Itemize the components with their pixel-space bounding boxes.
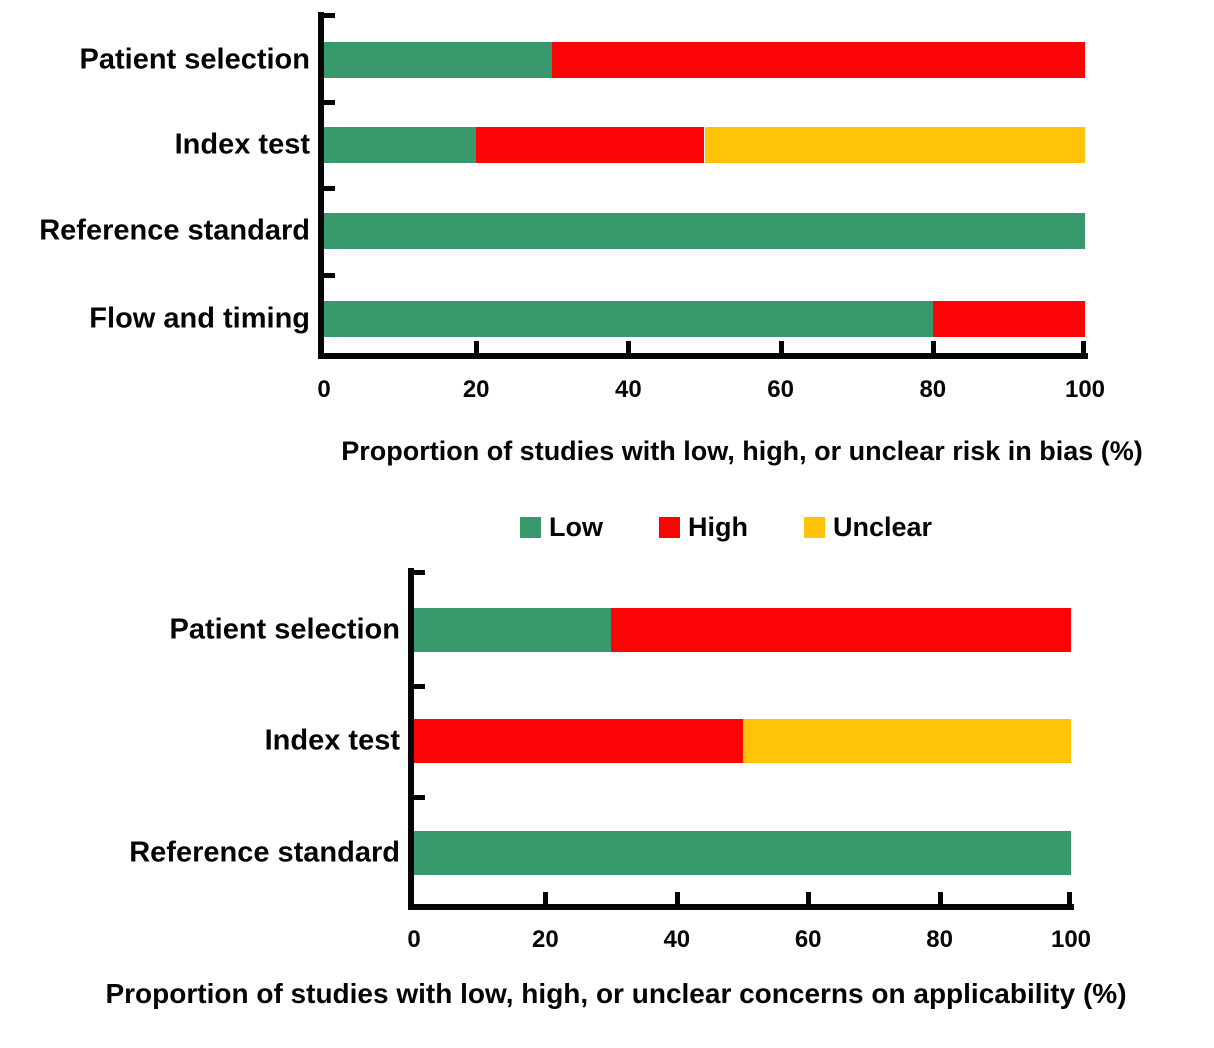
x-axis-tick xyxy=(674,892,680,904)
x-tick-label: 80 xyxy=(926,926,953,953)
x-axis-end-tick xyxy=(1081,341,1086,353)
bar-segment-low xyxy=(324,301,933,337)
unclear-swatch-icon xyxy=(804,517,825,538)
legend-item-unclear: Unclear xyxy=(804,512,932,543)
bar-segment-low xyxy=(414,831,1071,875)
y-axis xyxy=(318,12,324,359)
x-tick-label: 80 xyxy=(919,376,947,403)
high-swatch-icon xyxy=(659,517,680,538)
legend-item-low: Low xyxy=(520,512,603,543)
category-label: Reference standard xyxy=(39,214,310,247)
bar-segment-high xyxy=(476,127,705,163)
x-tick-label: 100 xyxy=(1064,376,1106,403)
y-axis xyxy=(408,568,414,910)
x-axis xyxy=(318,353,1088,359)
bar-segment-high xyxy=(932,301,1085,337)
category-label: Patient selection xyxy=(79,43,310,76)
x-axis xyxy=(408,904,1074,910)
bar-segment-high xyxy=(552,42,1085,78)
bar-segment-low xyxy=(324,213,1085,249)
x-tick-label: 20 xyxy=(462,376,490,403)
bar-segment-low xyxy=(414,608,612,652)
y-axis-tick xyxy=(414,684,425,689)
y-axis-tick xyxy=(324,100,335,105)
category-label: Index test xyxy=(174,128,310,161)
x-axis-tick xyxy=(806,892,812,904)
x-axis-tick xyxy=(778,341,784,353)
x-axis-tick xyxy=(474,341,480,353)
low-swatch-icon xyxy=(520,517,541,538)
x-tick-label: 60 xyxy=(794,926,822,953)
legend-label-low: Low xyxy=(549,512,603,542)
legend: Low High Unclear xyxy=(520,512,932,543)
bar-segment-high xyxy=(611,608,1071,652)
applicability-axis-title: Proportion of studies with low, high, or… xyxy=(105,978,1127,1009)
x-axis-tick xyxy=(930,341,936,353)
x-tick-label: 0 xyxy=(407,926,421,953)
y-axis-tick xyxy=(414,570,425,575)
category-label: Reference standard xyxy=(129,836,400,869)
y-axis-tick xyxy=(324,186,335,191)
x-axis-tick xyxy=(626,341,632,353)
x-axis-tick xyxy=(543,892,549,904)
x-tick-label: 20 xyxy=(532,926,559,953)
legend-item-high: High xyxy=(659,512,748,543)
legend-label-unclear: Unclear xyxy=(833,512,933,542)
x-tick-label: 0 xyxy=(317,376,331,403)
bar-segment-low xyxy=(324,127,477,163)
y-axis-tick xyxy=(414,795,425,800)
category-label: Index test xyxy=(264,724,400,757)
risk-of-bias-axis-title: Proportion of studies with low, high, or… xyxy=(341,436,1143,466)
y-axis-tick xyxy=(324,273,335,278)
bar-segment-unclear xyxy=(742,719,1071,763)
x-tick-label: 40 xyxy=(615,376,642,403)
category-label: Flow and timing xyxy=(89,302,310,335)
x-tick-label: 40 xyxy=(663,926,691,953)
category-label: Patient selection xyxy=(169,613,400,646)
bar-segment-high xyxy=(414,719,743,763)
y-axis-tick xyxy=(324,13,335,18)
x-tick-label: 60 xyxy=(767,376,794,403)
x-tick-label: 100 xyxy=(1050,926,1092,953)
x-axis-tick xyxy=(937,892,943,904)
legend-label-high: High xyxy=(688,512,748,542)
bar-segment-low xyxy=(324,42,553,78)
bar-segment-unclear xyxy=(704,127,1085,163)
x-axis-end-tick xyxy=(1067,892,1072,904)
